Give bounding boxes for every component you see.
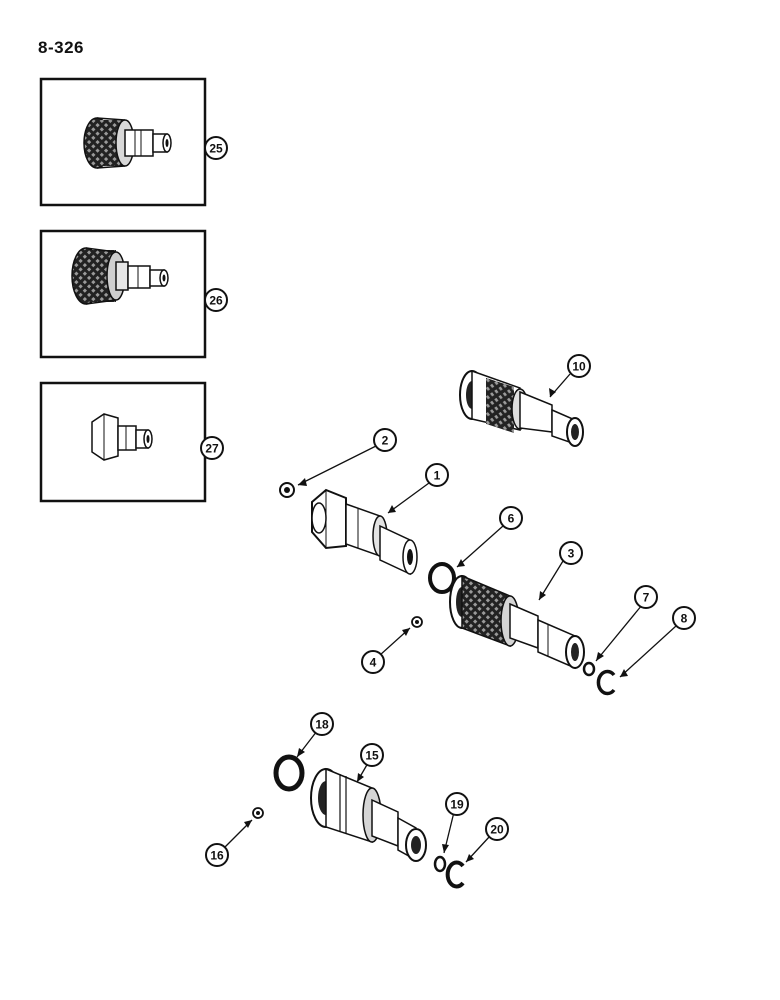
callout-6-label: 6	[508, 512, 515, 526]
callout-10: 10	[549, 354, 591, 398]
callout-2-label: 2	[382, 434, 389, 448]
callout-18: 18	[296, 712, 334, 758]
callout-25-label: 25	[209, 142, 223, 156]
callout-1-label: 1	[434, 469, 441, 483]
callout-7: 7	[595, 585, 658, 662]
page-number: 8-326	[38, 38, 84, 57]
part-4-ball	[411, 616, 423, 628]
callout-20-label: 20	[490, 823, 504, 837]
callout-1: 1	[387, 463, 449, 514]
callout-8-label: 8	[681, 612, 688, 626]
callout-15-label: 15	[365, 749, 379, 763]
part-8-snap-ring	[596, 669, 616, 696]
inset-box-25: 25	[39, 77, 228, 207]
callout-26-label: 26	[209, 294, 223, 308]
callout-10-label: 10	[572, 360, 586, 374]
adapter-27-image	[91, 413, 153, 461]
callout-7-label: 7	[643, 591, 650, 605]
part-15-coupler	[310, 767, 427, 862]
part-1-nipple	[311, 488, 418, 576]
callout-2: 2	[297, 428, 397, 486]
callout-16-label: 16	[210, 849, 224, 863]
part-16-ball	[252, 807, 264, 819]
callout-4: 4	[361, 627, 411, 674]
callout-26: 26	[204, 288, 228, 312]
part-7-o-ring	[582, 661, 596, 677]
callout-8: 8	[619, 606, 696, 678]
inset-box-26: 26	[39, 229, 228, 359]
callout-19: 19	[442, 792, 469, 854]
callout-27: 27	[200, 436, 224, 460]
callout-4-label: 4	[370, 656, 377, 670]
callout-3-label: 3	[568, 547, 575, 561]
callout-15: 15	[356, 743, 384, 783]
callout-19-label: 19	[450, 798, 464, 812]
part-19-o-ring	[433, 855, 447, 873]
part-3-coupler	[449, 574, 585, 670]
part-6-o-ring	[428, 562, 456, 594]
part-10-coupler	[459, 369, 584, 447]
callout-20: 20	[465, 817, 509, 863]
part-2-ball	[279, 482, 295, 498]
part-18-o-ring	[273, 754, 305, 792]
callout-25: 25	[204, 136, 228, 160]
callout-6: 6	[456, 506, 523, 568]
coupler-male-26-image	[71, 247, 169, 305]
callout-18-label: 18	[315, 718, 329, 732]
coupler-male-25-image	[83, 117, 172, 169]
callout-27-label: 27	[205, 442, 219, 456]
callout-3: 3	[538, 541, 583, 601]
part-20-snap-ring	[445, 860, 465, 889]
inset-box-27: 27	[39, 381, 224, 503]
callout-16: 16	[205, 819, 253, 867]
